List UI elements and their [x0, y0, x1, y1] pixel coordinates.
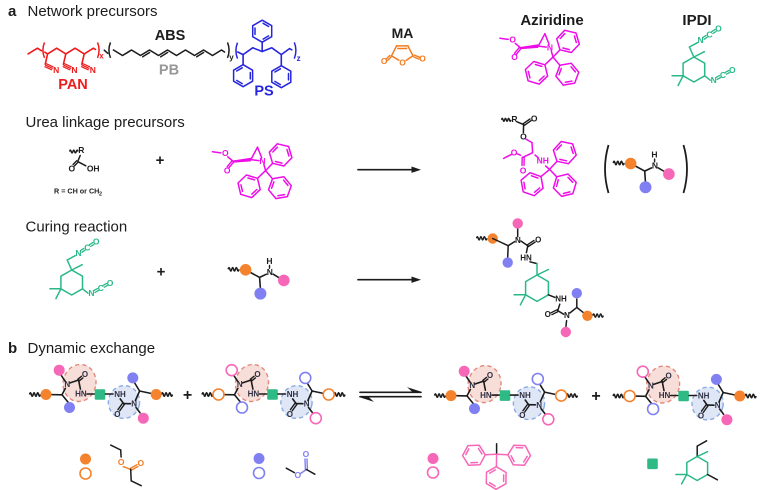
svg-text:O: O [509, 35, 516, 45]
svg-text:O: O [303, 449, 310, 459]
svg-text:NH: NH [114, 390, 126, 399]
svg-text:+: + [183, 387, 192, 404]
svg-text:H: H [651, 150, 657, 160]
svg-text:N: N [648, 382, 654, 391]
svg-text:O: O [68, 163, 75, 173]
svg-text:R = CH or CH: R = CH or CH [54, 187, 99, 196]
svg-text:N: N [75, 248, 81, 258]
svg-text:O: O [399, 58, 406, 68]
svg-text:N: N [652, 161, 658, 171]
svg-text:N: N [71, 65, 77, 75]
svg-text:O: O [511, 52, 518, 62]
svg-text:O: O [520, 165, 527, 175]
svg-text:OH: OH [87, 163, 100, 173]
svg-text:O: O [381, 56, 388, 66]
svg-text:N: N [564, 311, 570, 320]
svg-text:N: N [237, 380, 243, 389]
svg-text:Network precursors: Network precursors [28, 3, 158, 20]
svg-text:O: O [222, 148, 229, 158]
svg-text:HN: HN [248, 390, 260, 399]
svg-text:C: C [706, 29, 712, 39]
svg-text:ABS: ABS [155, 28, 186, 44]
svg-text:PAN: PAN [58, 77, 88, 93]
svg-text:N: N [88, 288, 94, 298]
svg-text:Dynamic exchange: Dynamic exchange [28, 340, 156, 357]
svg-text:O: O [519, 411, 525, 420]
svg-text:O: O [294, 470, 301, 480]
svg-text:O: O [114, 410, 120, 419]
svg-text:C: C [98, 283, 104, 293]
svg-text:N: N [259, 156, 265, 166]
svg-text:O: O [107, 278, 114, 288]
svg-text:x: x [99, 52, 104, 61]
svg-text:Aziridine: Aziridine [520, 12, 583, 29]
svg-text:PB: PB [159, 63, 179, 79]
svg-text:N: N [53, 65, 59, 75]
svg-text:Urea linkage precursors: Urea linkage precursors [26, 114, 185, 131]
svg-text:N: N [547, 42, 553, 52]
svg-text:a: a [8, 3, 17, 20]
svg-text:O: O [224, 165, 231, 175]
svg-text:N: N [90, 65, 96, 75]
svg-text:H: H [266, 256, 272, 266]
svg-text:HN: HN [520, 253, 532, 262]
svg-text:z: z [297, 54, 301, 63]
svg-text:N: N [64, 380, 70, 389]
svg-text:N: N [267, 267, 273, 277]
svg-text:NH: NH [287, 390, 299, 399]
svg-text:N: N [304, 400, 310, 409]
svg-text:+: + [591, 388, 600, 405]
svg-text:O: O [137, 458, 144, 468]
svg-text:N: N [536, 401, 542, 410]
svg-text:O: O [545, 310, 551, 319]
svg-text:b: b [8, 340, 17, 357]
svg-text:O: O [531, 114, 538, 124]
svg-text:O: O [665, 372, 671, 381]
svg-text:MA: MA [392, 25, 414, 41]
svg-text:R: R [78, 145, 84, 155]
svg-text:N: N [715, 401, 721, 410]
svg-text:C: C [720, 70, 726, 80]
svg-text:O: O [82, 370, 88, 379]
svg-text:NH: NH [698, 391, 710, 400]
svg-text:O: O [487, 371, 493, 380]
svg-text:O: O [511, 148, 518, 158]
svg-text:NH: NH [519, 391, 531, 400]
svg-text:+: + [157, 264, 166, 281]
svg-text:y: y [229, 53, 234, 62]
svg-text:IPDI: IPDI [682, 12, 711, 29]
svg-text:N: N [515, 236, 521, 245]
svg-text:R: R [511, 114, 517, 124]
svg-text:O: O [419, 53, 426, 63]
svg-text:2: 2 [99, 192, 102, 198]
svg-text:O: O [715, 24, 722, 34]
svg-text:O: O [520, 132, 527, 142]
svg-text:O: O [93, 237, 100, 247]
svg-text:HN: HN [659, 391, 671, 400]
svg-text:N: N [698, 35, 704, 45]
svg-text:O: O [118, 457, 125, 467]
svg-text:N: N [469, 381, 475, 390]
svg-text:NH: NH [555, 295, 567, 304]
svg-text:O: O [254, 370, 260, 379]
svg-text:O: O [535, 236, 541, 245]
svg-text:PS: PS [254, 84, 274, 100]
svg-text:O: O [729, 65, 736, 75]
svg-text:NH: NH [537, 156, 549, 166]
svg-text:N: N [131, 400, 137, 409]
svg-text:O: O [698, 412, 704, 421]
svg-text:+: + [156, 152, 165, 169]
svg-text:Curing reaction: Curing reaction [26, 219, 128, 236]
svg-text:HN: HN [75, 390, 87, 399]
svg-text:C: C [84, 242, 90, 252]
svg-text:O: O [287, 410, 293, 419]
svg-text:N: N [711, 75, 717, 85]
svg-text:HN: HN [480, 391, 492, 400]
